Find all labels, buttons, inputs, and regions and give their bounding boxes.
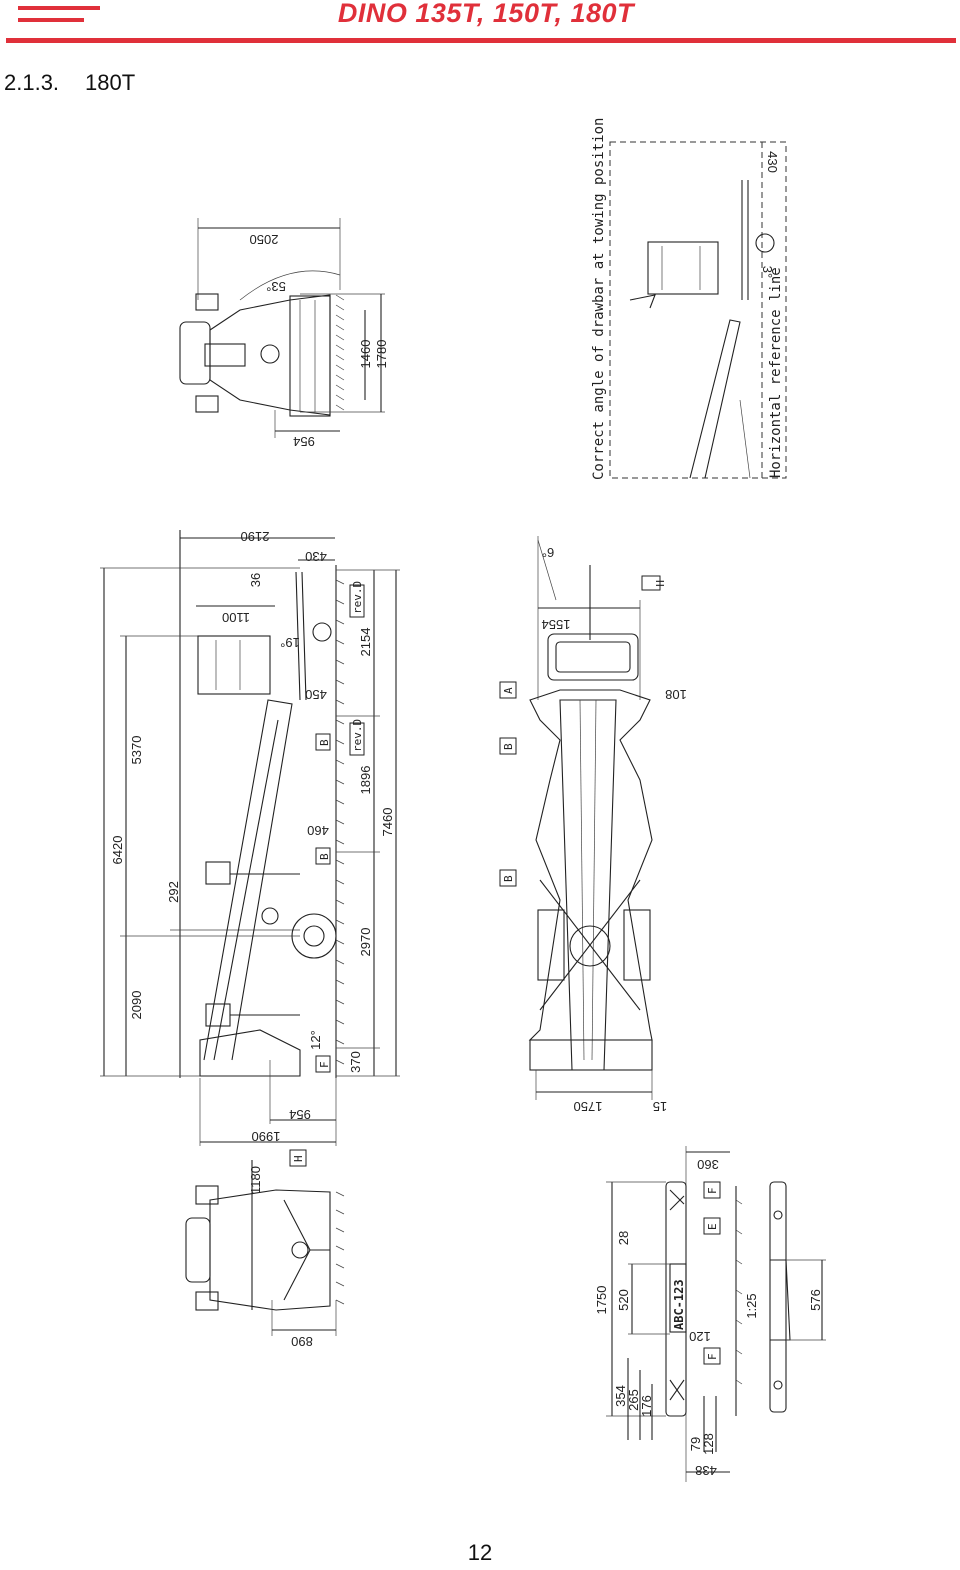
side-dim-1990: 1990 — [252, 1129, 281, 1144]
plan-dim-15: 15 — [653, 1099, 667, 1114]
top-dim-2050: 2050 — [250, 232, 279, 247]
rear-dim-890: 890 — [291, 1334, 313, 1349]
plan-dim-6deg: 6° — [542, 545, 554, 560]
side-dim-370: 370 — [348, 1051, 363, 1073]
plan-tag-a: A — [502, 687, 515, 694]
plan-tag-b1: B — [502, 743, 515, 750]
decal-tag-f1: F — [706, 1187, 719, 1194]
plan-view: 6° 1554 108 H A B B 1750 15 — [499, 536, 687, 1114]
side-rev-2: rev.D — [351, 719, 364, 752]
decal-scale: 1:25 — [744, 1293, 759, 1318]
towing-dim-3deg: 3° — [760, 266, 775, 278]
plan-dim-1554: 1554 — [542, 617, 571, 632]
decal-dim-1750: 1750 — [594, 1286, 609, 1315]
side-dim-2154: 2154 — [358, 628, 373, 657]
plan-dim-1750: 1750 — [574, 1099, 603, 1114]
header-logo-lines — [18, 6, 108, 28]
side-dim-2090: 2090 — [129, 991, 144, 1020]
side-dim-292: 292 — [166, 881, 181, 903]
decal-dim-520: 520 — [616, 1289, 631, 1311]
section-number: 2.1.3. — [4, 70, 60, 95]
decal-dim-354: 354 — [613, 1385, 628, 1407]
rear-tag-h: H — [292, 1155, 305, 1162]
decal-dim-120: 120 — [689, 1329, 711, 1344]
decal-dim-128: 128 — [701, 1433, 716, 1455]
side-view: 2190 430 36 1100 19° rev.D rev.D 2154 45… — [100, 529, 400, 1146]
towing-dim-430: 430 — [765, 151, 780, 173]
side-tag-f: F — [318, 1061, 331, 1068]
side-dim-450: 450 — [305, 687, 327, 702]
side-dim-1100: 1100 — [222, 610, 250, 625]
decal-dim-265: 265 — [626, 1389, 641, 1411]
towing-note-drawbar-angle: Correct angle of drawbar at towing posit… — [591, 118, 607, 480]
plan-tag-h: H — [653, 580, 666, 587]
top-dim-954: 954 — [293, 434, 315, 449]
top-dim-1780: 1780 — [374, 340, 389, 369]
top-dim-53deg: 53° — [266, 279, 286, 294]
side-dim-460: 460 — [307, 823, 329, 838]
decal-dim-576: 576 — [808, 1289, 823, 1311]
side-dim-430: 430 — [305, 549, 327, 564]
rear-dim-1180: 1180 — [248, 1166, 263, 1194]
section-title: 180T — [85, 70, 136, 95]
side-dim-1896: 1896 — [358, 766, 373, 795]
side-dim-6420: 6420 — [110, 836, 125, 865]
header-rule — [6, 38, 956, 43]
decal-tag-e: E — [706, 1223, 719, 1230]
decal-dim-176: 176 — [639, 1395, 654, 1417]
plan-tag-b2: B — [502, 875, 515, 882]
page-number: 12 — [467, 1540, 493, 1565]
side-rev-1: rev.D — [351, 581, 364, 614]
plan-dim-108: 108 — [665, 687, 687, 702]
side-dim-2970: 2970 — [358, 928, 373, 957]
decal-tag-f2: F — [706, 1353, 719, 1360]
decal-plate: ABC-123 — [672, 1279, 686, 1330]
side-dim-954: 954 — [289, 1107, 311, 1122]
decal-dim-360: 360 — [697, 1157, 719, 1172]
towing-note-reference-line: Horizontal reference line — [768, 267, 784, 478]
decal-dim-438: 438 — [695, 1463, 717, 1478]
top-dim-1460: 1460 — [358, 340, 373, 369]
rear-view: H 1180 890 — [185, 1149, 345, 1349]
side-dim-2190: 2190 — [241, 529, 270, 544]
towing-view: 430 3° Correct angle of drawbar at towin… — [591, 118, 787, 480]
decal-view: 360 ABC-123 F E F 1750 28 520 120 354 26… — [594, 1146, 826, 1482]
side-dim-5370: 5370 — [129, 736, 144, 765]
side-tag-b2: B — [318, 853, 331, 860]
side-tag-b1: B — [318, 739, 331, 746]
side-dim-12deg: 12° — [308, 1030, 323, 1050]
section-heading: 2.1.3. 180T — [4, 70, 135, 96]
decal-dim-28: 28 — [616, 1231, 631, 1245]
side-dim-7460: 7460 — [380, 808, 395, 837]
top-view: 2050 53° 1460 1780 954 — [179, 218, 389, 449]
header-title: DINO 135T, 150T, 180T — [337, 0, 634, 28]
decal-dim-79: 79 — [688, 1437, 703, 1451]
side-dim-36: 36 — [248, 573, 263, 587]
side-dim-19deg: 19° — [280, 635, 300, 650]
